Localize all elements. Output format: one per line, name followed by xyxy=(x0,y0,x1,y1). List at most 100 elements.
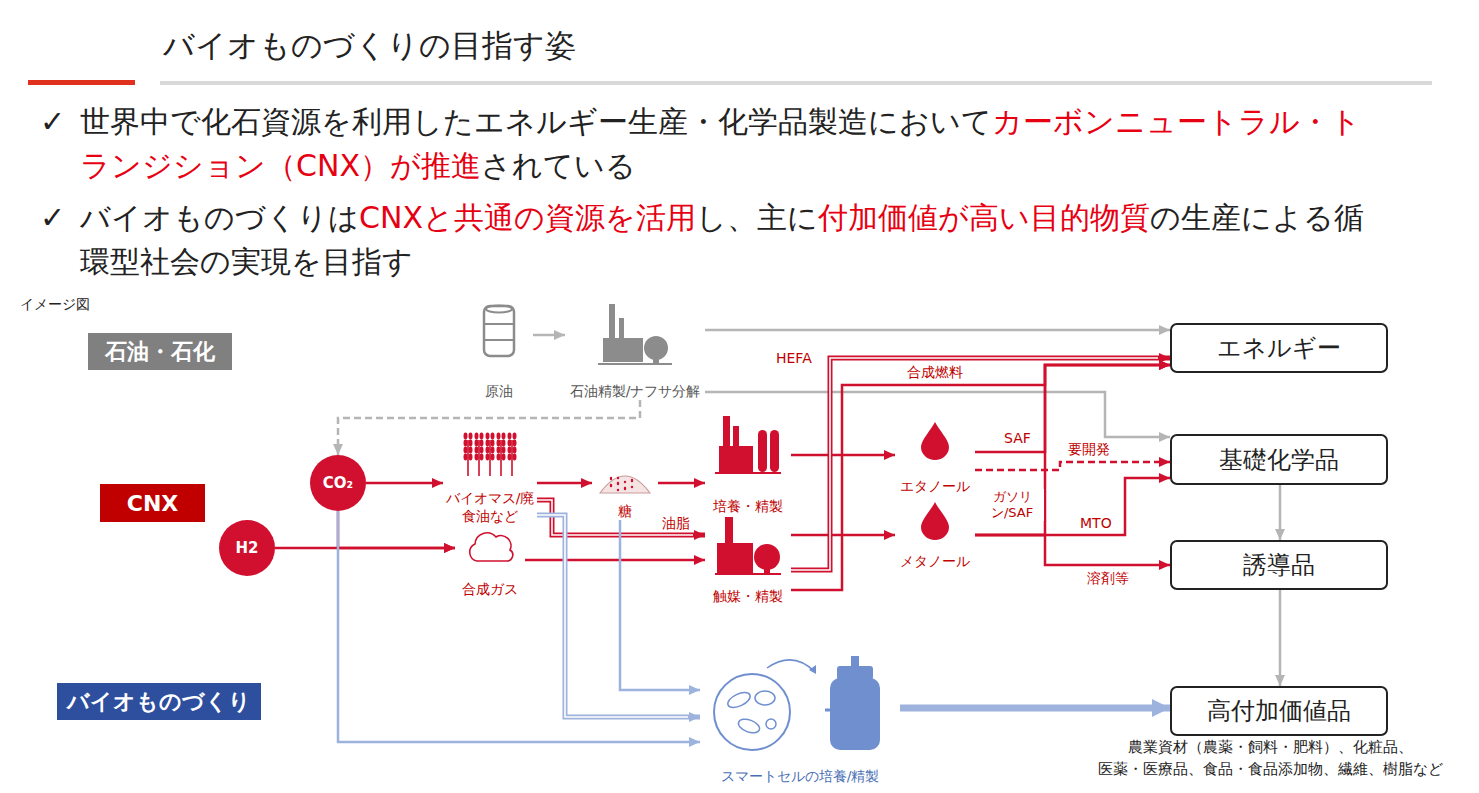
connector xyxy=(791,358,1170,570)
bullet-text: 世界中で化石資源を利用したエネルギー生産・化学品製造においてカーボンニュートラル… xyxy=(80,100,1380,188)
connector-line xyxy=(525,559,705,562)
edge-label: SAF xyxy=(1002,430,1033,447)
connector xyxy=(338,511,700,742)
connector xyxy=(533,335,565,336)
connector xyxy=(537,483,592,484)
connector xyxy=(975,365,1170,452)
connector-line xyxy=(1279,485,1282,540)
connector xyxy=(537,515,700,717)
crude-oil-icon-art xyxy=(479,300,519,360)
icon-caption: 原油 xyxy=(485,383,513,401)
band-label: バイオものづくり xyxy=(61,687,257,717)
connector xyxy=(366,483,443,484)
edge-label: 合成燃料 xyxy=(905,364,965,381)
connector-line xyxy=(338,511,700,742)
icon-caption: 培養・精製 xyxy=(713,498,783,516)
connector xyxy=(620,520,700,690)
title-rule xyxy=(160,81,1432,85)
plant-icon: 培養・精製 xyxy=(705,412,791,515)
plant-icon: 触媒・精製 xyxy=(705,515,791,605)
connector-line xyxy=(1279,590,1282,686)
process-box: 高付加価値品 xyxy=(1170,686,1388,736)
product-drop: メタノール xyxy=(895,500,975,570)
box-label: 基礎化学品 xyxy=(1209,444,1349,476)
smart-cell-icon: スマートセルの培養/精製 xyxy=(700,650,900,785)
section-band: バイオものづくり xyxy=(57,683,261,720)
connector-inner xyxy=(537,515,688,717)
check-mark: ✓ xyxy=(40,100,65,144)
crude-oil-icon: 原油 xyxy=(465,300,533,400)
icon-caption: メタノール xyxy=(900,553,970,571)
edge-label: MTO xyxy=(1078,515,1114,532)
biomass-icon-art xyxy=(460,428,520,478)
icon-caption: 石油精製/ナフサ分解 xyxy=(570,383,701,401)
product-drop-art xyxy=(917,420,953,462)
sugar-icon: 糖 xyxy=(592,462,658,520)
circle-label: CO₂ xyxy=(323,474,353,492)
connector-line xyxy=(338,511,455,548)
circle-label: H2 xyxy=(236,539,259,557)
connector-line xyxy=(366,482,443,485)
connector-line xyxy=(975,365,1170,535)
edge-label: ガソリン/SAF xyxy=(980,489,1044,521)
connector xyxy=(338,511,455,548)
connector xyxy=(1280,485,1281,540)
smart-cell-icon-art xyxy=(705,650,895,756)
bullet-phrase: バイオものづくりは xyxy=(80,200,359,235)
connector xyxy=(900,708,1170,709)
connector xyxy=(975,535,1170,565)
bullet-phrase: し、主に xyxy=(696,200,818,235)
image-note: イメージ図 xyxy=(20,296,90,313)
box-label: 誘導品 xyxy=(1233,549,1325,581)
plant-icon-art xyxy=(713,515,783,577)
resource-circle: H2 xyxy=(219,520,275,576)
connector xyxy=(1280,590,1281,686)
icon-caption: スマートセルの培養/精製 xyxy=(721,768,880,786)
connector-line xyxy=(975,478,1170,535)
process-box: エネルギー xyxy=(1170,323,1388,373)
box-label: エネルギー xyxy=(1207,332,1351,364)
edge-label: 溶剤等 xyxy=(1085,570,1131,587)
refinery-icon: 石油精製/ナフサ分解 xyxy=(565,298,705,400)
connector xyxy=(705,330,1170,331)
connector xyxy=(791,365,1170,590)
connector-line xyxy=(338,400,640,455)
connector-line xyxy=(658,482,705,485)
slide-title: バイオものづくりの目指す姿 xyxy=(163,25,576,67)
plant-icon-art xyxy=(713,412,783,478)
product-examples: 医薬・医療品、食品・食品添加物、繊維、樹脂など xyxy=(1070,759,1470,779)
section-band: 石油・石化 xyxy=(88,333,232,370)
connector-line xyxy=(791,358,1170,570)
bullet-text: バイオものづくりはCNXと共通の資源を活用し、主に付加価値が高い目的物質の生産に… xyxy=(80,196,1380,284)
box-label: 高付加価値品 xyxy=(1197,695,1361,727)
biomass-icon: バイオマス/廃食油など xyxy=(443,428,537,525)
resource-circle: CO₂ xyxy=(310,455,366,511)
connector xyxy=(975,478,1170,535)
bullet-phrase: 付加価値が高い目的物質 xyxy=(818,200,1150,235)
bullet-phrase: CNXと共通の資源を活用 xyxy=(359,200,696,235)
connector xyxy=(975,462,1170,470)
connector-line xyxy=(791,365,1170,590)
icon-caption: バイオマス/廃食油など xyxy=(445,490,535,525)
sugar-icon-art xyxy=(597,462,653,496)
title-accent xyxy=(28,80,135,85)
connector-line xyxy=(537,482,592,485)
connector-line xyxy=(975,365,1170,452)
bullet-phrase: されている xyxy=(481,148,636,183)
icon-caption: エタノール xyxy=(900,478,970,496)
icon-caption: 糖 xyxy=(618,503,632,521)
icon-caption: 触媒・精製 xyxy=(713,588,783,606)
band-label: 石油・石化 xyxy=(99,337,221,367)
process-box: 誘導品 xyxy=(1170,540,1388,590)
refinery-icon-art xyxy=(595,298,675,368)
product-drop-art xyxy=(917,500,953,540)
connector-line xyxy=(533,334,565,337)
connector-line xyxy=(705,329,1170,332)
connector-line xyxy=(975,535,1170,565)
icon-caption: 合成ガス xyxy=(462,581,518,599)
edge-label: 油脂 xyxy=(660,515,692,532)
syngas-icon: 合成ガス xyxy=(455,528,525,598)
edge-label: 要開発 xyxy=(1066,441,1112,458)
connector xyxy=(525,560,705,561)
